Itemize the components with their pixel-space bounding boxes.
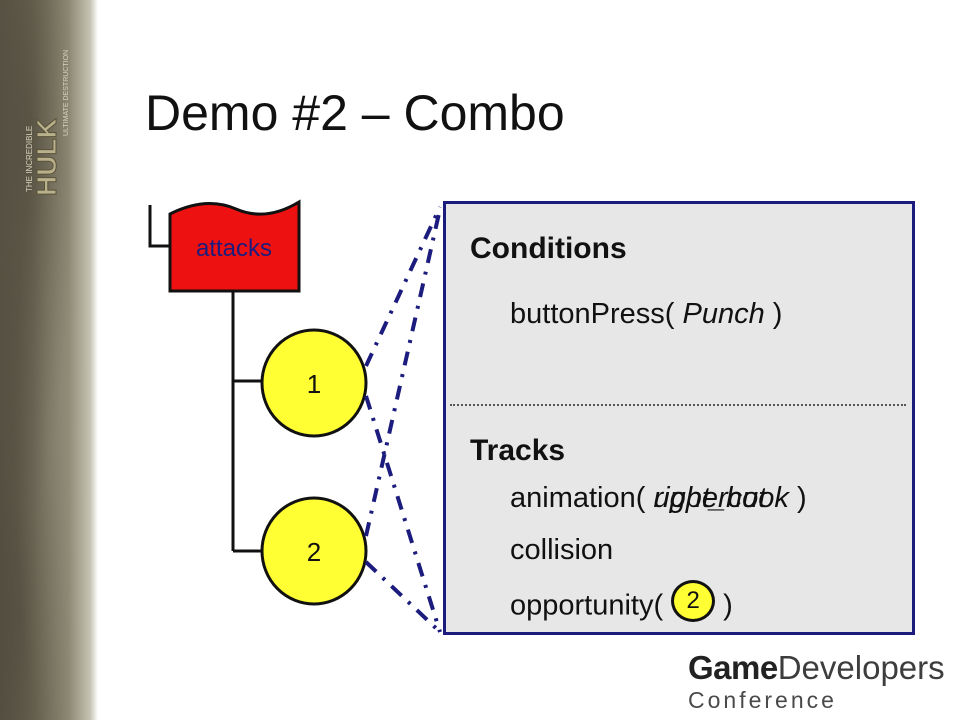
node-details-panel: Conditions buttonPress( Punch ) Tracks a… bbox=[443, 201, 915, 635]
root-connector-line bbox=[148, 205, 172, 248]
attacks-root-node[interactable] bbox=[168, 199, 301, 293]
tracks-heading: Tracks bbox=[470, 434, 566, 467]
tree-node-1-label: 1 bbox=[307, 369, 321, 399]
logo-tagline-text: ULTIMATE DESTRUCTION bbox=[63, 50, 70, 136]
hulk-logo-icon: THE INCREDIBLE HULK ULTIMATE DESTRUCTION bbox=[25, 50, 70, 196]
logo-small-text: THE INCREDIBLE bbox=[25, 126, 34, 192]
gdc-developers-text: Developers bbox=[777, 649, 945, 686]
track-animation: animation( right_hook uppercut ) bbox=[510, 482, 807, 515]
logo-hulk-text: HULK bbox=[31, 118, 62, 196]
opportunity-node-badge[interactable]: 2 bbox=[671, 580, 716, 622]
sidebar-texture: THE INCREDIBLE HULK ULTIMATE DESTRUCTION bbox=[0, 0, 98, 720]
tree-node-2-label: 2 bbox=[307, 537, 321, 567]
animation-args: right_hook uppercut bbox=[653, 482, 788, 515]
opportunity-close: ) bbox=[723, 589, 733, 622]
animation-func: animation( bbox=[510, 482, 646, 514]
track-opportunity: opportunity(2) bbox=[510, 580, 733, 628]
conditions-heading: Conditions bbox=[470, 232, 627, 265]
animation-arg-uppercut: uppercut bbox=[653, 482, 767, 514]
track-collision: collision bbox=[510, 534, 614, 566]
gdc-conference-text: Conference bbox=[688, 687, 837, 713]
section-divider bbox=[450, 404, 906, 406]
gdc-logo: GameDevelopers Conference bbox=[688, 650, 945, 714]
attacks-root-label: attacks bbox=[196, 235, 272, 262]
animation-arg-right-hook: right_hook bbox=[653, 482, 789, 514]
condition-button-press: buttonPress( Punch ) bbox=[510, 298, 782, 331]
condition-arg: Punch bbox=[682, 298, 765, 330]
condition-func: buttonPress( bbox=[510, 298, 675, 330]
gdc-game-text: Game bbox=[688, 649, 778, 686]
condition-close: ) bbox=[772, 298, 783, 330]
animation-close: ) bbox=[796, 482, 807, 514]
opportunity-func: opportunity( bbox=[510, 589, 664, 622]
slide-title: Demo #2 – Combo bbox=[145, 85, 565, 141]
